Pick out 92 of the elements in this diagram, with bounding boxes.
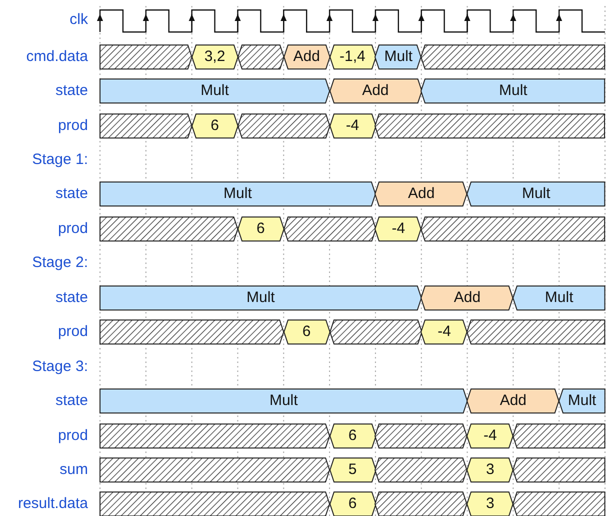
- value-text: Mult: [224, 185, 252, 203]
- value-text: -4: [438, 323, 451, 341]
- value-segment: [100, 286, 422, 310]
- signal-name: state: [55, 289, 88, 307]
- hatched-segment: [375, 492, 468, 516]
- value-text: -4: [346, 117, 360, 135]
- value-segment: [330, 492, 376, 516]
- hatched-segment: [375, 424, 468, 448]
- value-segment: [467, 458, 514, 482]
- value-segment: [330, 458, 376, 482]
- hatched-segment: [421, 217, 605, 241]
- value-text: Mult: [269, 392, 298, 410]
- value-segment: [284, 45, 330, 69]
- value-text: Add: [454, 289, 481, 307]
- hatched-segment: [100, 424, 330, 448]
- signal-name: Stage 3:: [32, 358, 88, 376]
- hatched-segment: [100, 320, 284, 344]
- signal-name: prod: [58, 220, 88, 238]
- value-text: Mult: [499, 82, 528, 100]
- value-segment: [467, 182, 605, 206]
- signal-name: Stage 1:: [32, 151, 88, 169]
- value-text: -4: [484, 427, 497, 445]
- value-text: Add: [500, 392, 527, 410]
- value-text: 3: [486, 495, 494, 513]
- hatched-segment: [284, 217, 376, 241]
- hatched-segment: [467, 320, 605, 344]
- value-segment: [375, 45, 422, 69]
- value-text: Mult: [200, 82, 229, 100]
- value-text: Add: [293, 48, 320, 66]
- signal-name: prod: [58, 323, 88, 341]
- value-segment: [375, 182, 468, 206]
- signal-name: prod: [58, 427, 88, 445]
- value-segment: [192, 114, 238, 138]
- hatched-segment: [375, 458, 468, 482]
- value-segment: [559, 389, 605, 413]
- value-text: Mult: [544, 289, 574, 307]
- value-text: 3,2: [204, 48, 226, 66]
- signal-name: clk: [70, 11, 88, 29]
- value-segment: [100, 79, 330, 103]
- hatched-segment: [513, 458, 605, 482]
- value-segment: [513, 286, 605, 310]
- value-text: -4: [392, 220, 406, 238]
- hatched-segment: [100, 217, 238, 241]
- value-text: 6: [302, 323, 311, 341]
- value-text: 6: [348, 427, 357, 445]
- value-segment: [238, 217, 284, 241]
- value-text: 6: [210, 117, 219, 135]
- value-segment: [421, 320, 468, 344]
- value-segment: [467, 424, 514, 448]
- value-segment: [192, 45, 238, 69]
- value-text: 6: [348, 495, 357, 513]
- hatched-segment: [238, 45, 284, 69]
- signal-name: Stage 2:: [32, 254, 88, 272]
- value-segment: [330, 79, 422, 103]
- hatched-segment: [375, 114, 605, 138]
- hatched-segment: [100, 492, 330, 516]
- value-text: 5: [348, 461, 357, 479]
- hatched-segment: [421, 45, 605, 69]
- value-text: 3: [486, 461, 494, 479]
- value-text: Mult: [568, 392, 596, 410]
- hatched-segment: [100, 114, 192, 138]
- value-segment: [330, 424, 376, 448]
- value-text: Mult: [384, 48, 413, 66]
- signal-name: prod: [58, 117, 88, 135]
- signal-name: state: [55, 392, 88, 410]
- value-text: Mult: [246, 289, 275, 307]
- hatched-segment: [100, 45, 192, 69]
- signal-name: state: [55, 82, 88, 100]
- value-segment: [467, 389, 560, 413]
- signal-name: sum: [60, 461, 88, 479]
- hatched-segment: [100, 458, 330, 482]
- value-segment: [421, 286, 514, 310]
- value-segment: [330, 114, 376, 138]
- value-text: -1,4: [340, 48, 366, 66]
- value-segment: [100, 182, 376, 206]
- hatched-segment: [513, 424, 605, 448]
- signal-name: cmd.data: [26, 48, 88, 66]
- value-segment: [100, 389, 468, 413]
- value-text: 6: [256, 220, 265, 238]
- signal-name: state: [55, 185, 88, 203]
- value-segment: [421, 79, 605, 103]
- hatched-segment: [513, 492, 605, 516]
- signal-name: result.data: [18, 495, 88, 513]
- value-segment: [284, 320, 330, 344]
- value-text: Add: [362, 82, 389, 100]
- value-segment: [467, 492, 514, 516]
- value-segment: [375, 217, 422, 241]
- hatched-segment: [238, 114, 330, 138]
- value-text: Add: [408, 185, 435, 203]
- value-segment: [330, 45, 376, 69]
- hatched-segment: [330, 320, 422, 344]
- value-text: Mult: [522, 185, 550, 203]
